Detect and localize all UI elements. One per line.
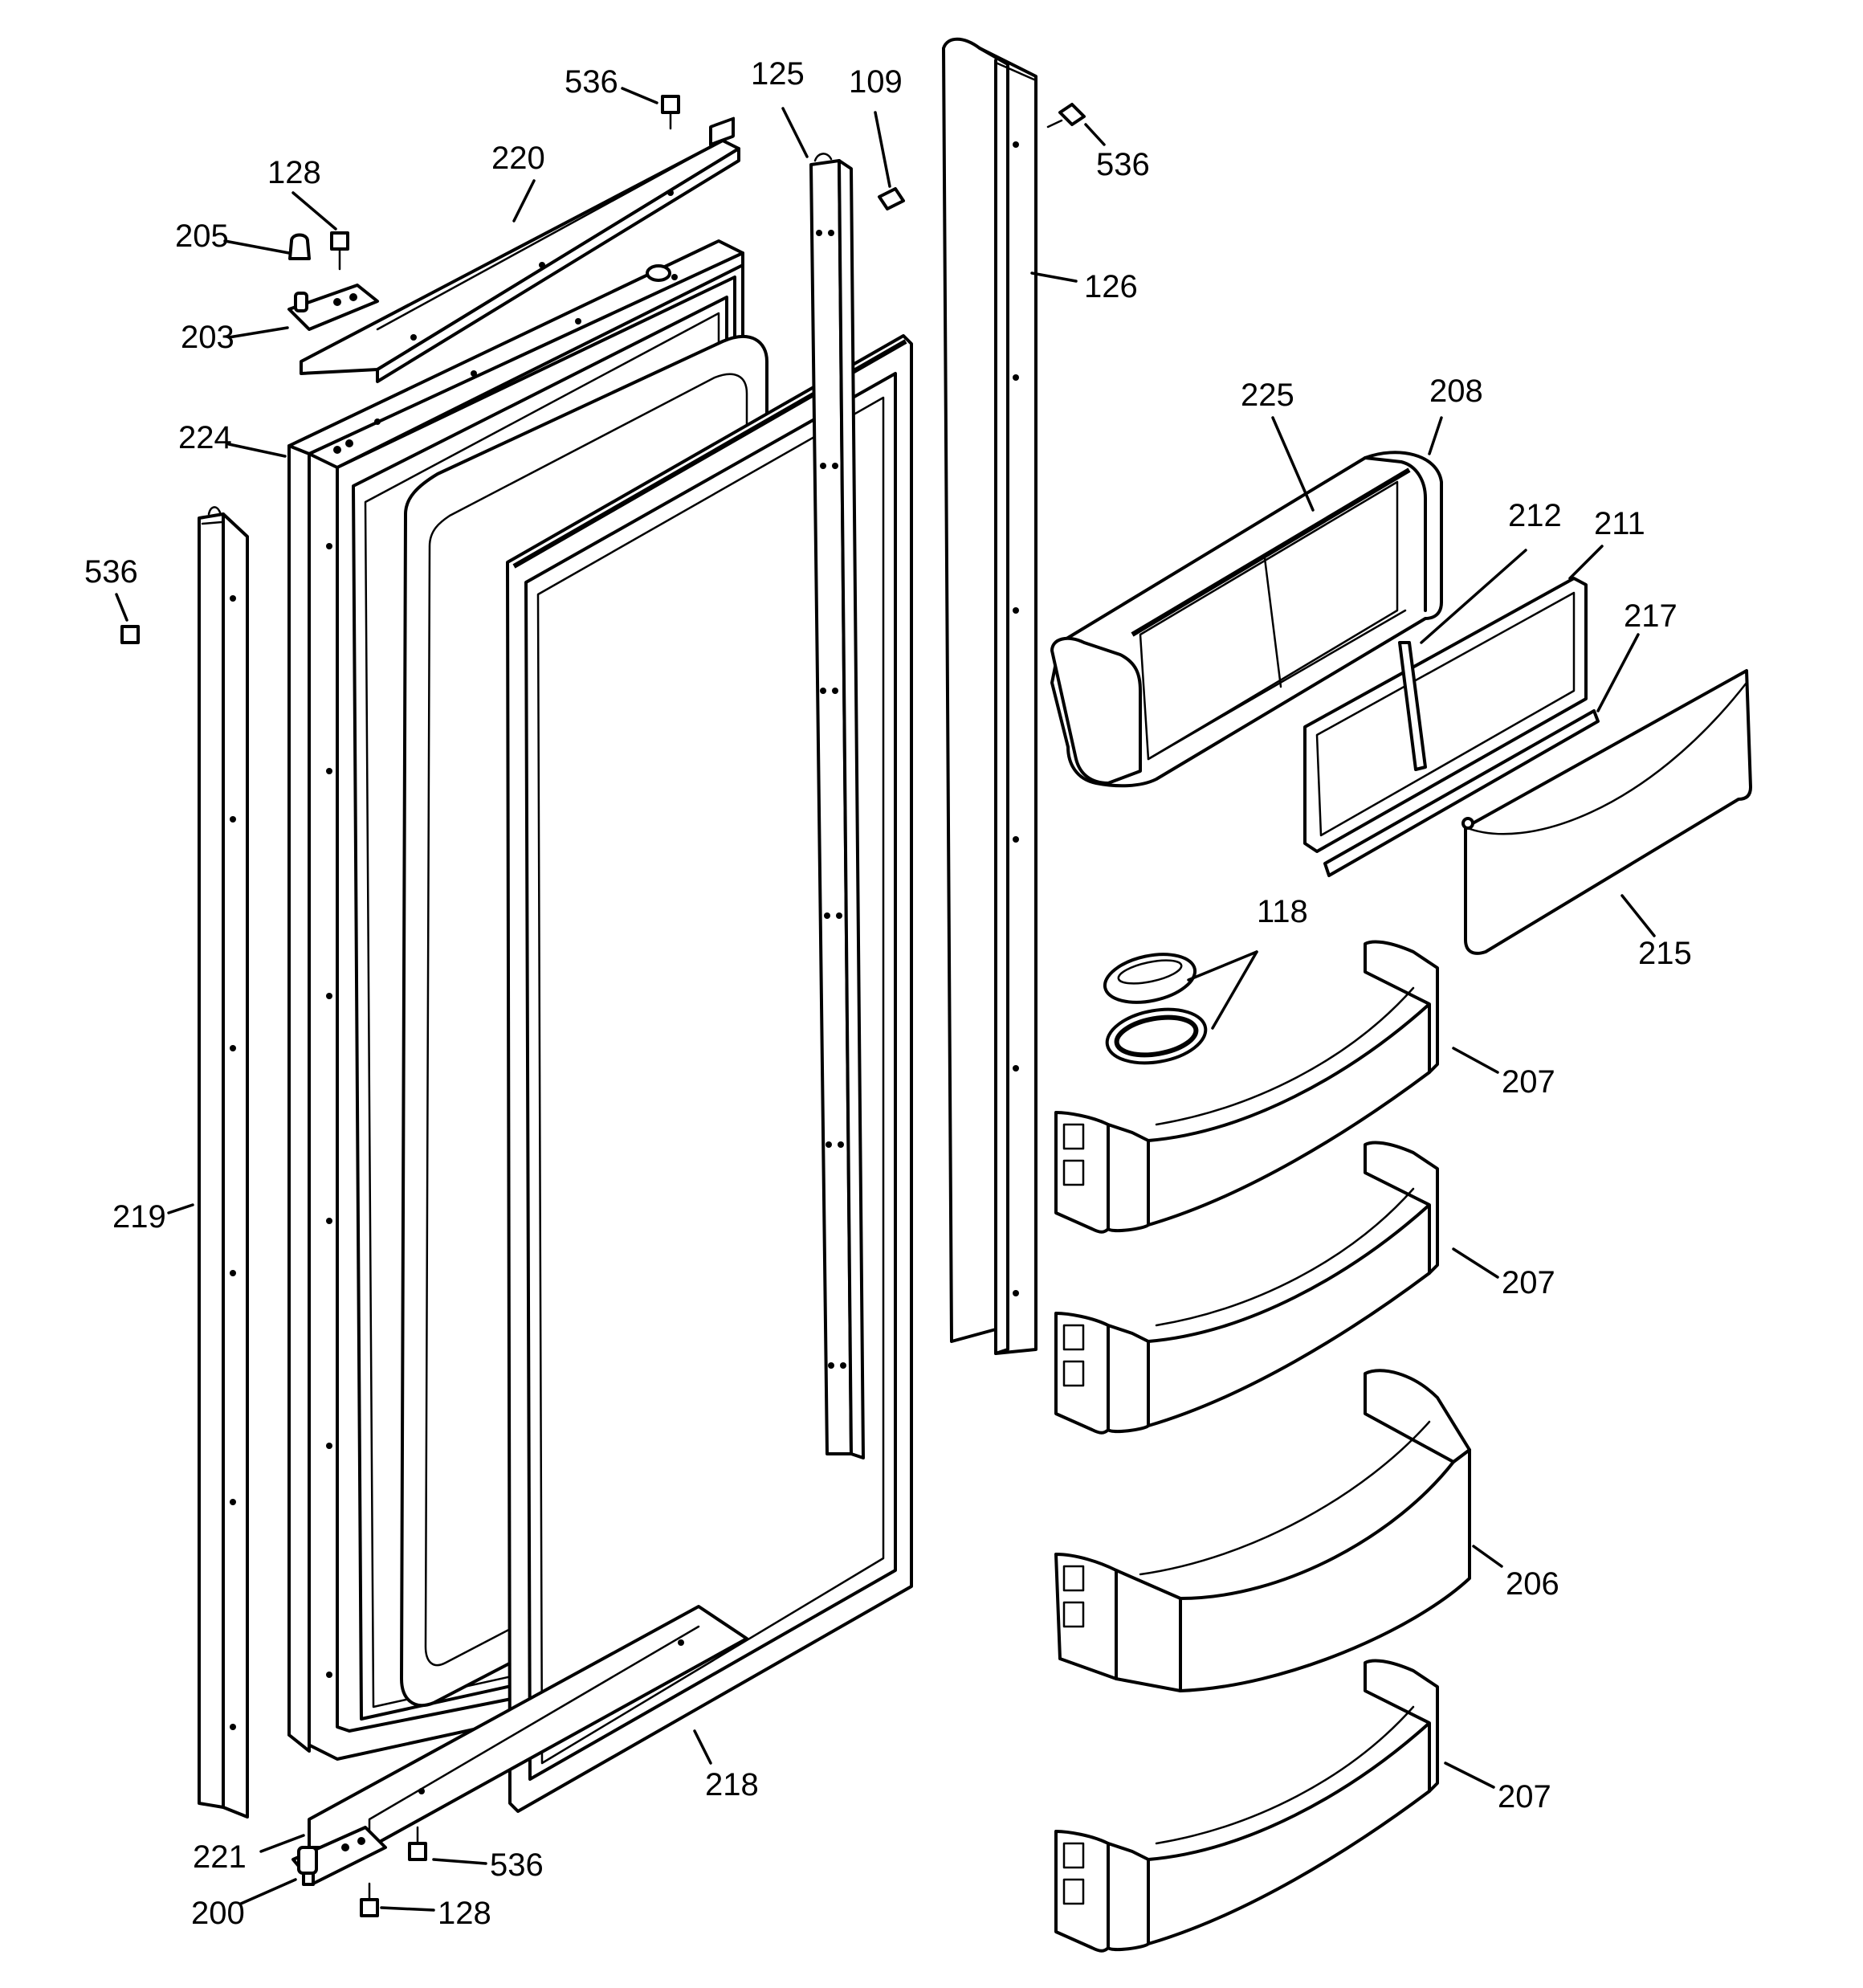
callout-207-c: 207 xyxy=(1498,1779,1551,1815)
callout-118: 118 xyxy=(1257,894,1308,929)
callout-536-bottom: 536 xyxy=(490,1847,544,1883)
callout-221: 221 xyxy=(193,1839,247,1875)
leader-lines xyxy=(115,87,1656,1912)
part-220-top-cap xyxy=(300,139,740,383)
part-126-handle-trim xyxy=(942,37,1037,1355)
screw-536-top xyxy=(661,95,680,130)
callout-109: 109 xyxy=(849,64,903,100)
callout-536-right: 536 xyxy=(1096,147,1150,182)
part-218-gasket xyxy=(506,334,913,1813)
callout-218: 218 xyxy=(705,1767,759,1802)
part-125-trim xyxy=(809,153,865,1459)
callout-215: 215 xyxy=(1638,936,1692,971)
callout-203: 203 xyxy=(181,320,234,355)
callout-207-b: 207 xyxy=(1502,1265,1555,1300)
part-211-frame xyxy=(1303,577,1588,853)
screw-109 xyxy=(878,187,905,210)
part-219-side-trim xyxy=(198,506,249,1819)
part-215-cover xyxy=(1461,669,1752,955)
callout-labels: 536 125 109 536 128 220 205 203 126 224 … xyxy=(84,56,1692,1931)
screw-536-bottom xyxy=(408,1826,427,1861)
part-217-strip xyxy=(1323,709,1600,877)
callout-207-a: 207 xyxy=(1502,1064,1555,1100)
screw-128-bottom xyxy=(360,1882,379,1917)
callout-536-top: 536 xyxy=(565,64,618,100)
callout-205: 205 xyxy=(175,218,229,254)
part-207-bin-a xyxy=(1054,940,1439,1234)
callout-217: 217 xyxy=(1624,598,1678,634)
callout-220: 220 xyxy=(491,141,545,176)
callout-225: 225 xyxy=(1241,378,1294,413)
callout-126: 126 xyxy=(1084,269,1138,304)
screw-536-right xyxy=(1046,103,1086,129)
screw-128-top xyxy=(330,231,349,271)
part-206-bin xyxy=(1054,1369,1471,1692)
callout-128-top: 128 xyxy=(267,155,321,190)
callout-219: 219 xyxy=(112,1199,166,1235)
callout-536-left: 536 xyxy=(84,554,138,590)
callout-212: 212 xyxy=(1508,498,1562,533)
callout-211: 211 xyxy=(1594,506,1645,541)
part-200-bottom-hinge xyxy=(291,1826,387,1886)
part-207-bin-c xyxy=(1054,1659,1439,1953)
plug-205 xyxy=(288,233,311,260)
callout-200: 200 xyxy=(191,1896,245,1931)
callout-208: 208 xyxy=(1429,374,1483,409)
screw-536-left xyxy=(120,625,140,644)
callout-206: 206 xyxy=(1506,1566,1559,1602)
callout-128-bottom: 128 xyxy=(438,1896,491,1931)
part-212-bar xyxy=(1398,641,1427,771)
part-207-bin-b xyxy=(1054,1141,1439,1435)
part-118-caps xyxy=(1103,953,1208,1065)
part-203-top-hinge xyxy=(287,284,379,331)
callout-125: 125 xyxy=(751,56,805,92)
part-208-dispenser-housing xyxy=(1050,451,1443,788)
callout-224: 224 xyxy=(178,420,232,455)
